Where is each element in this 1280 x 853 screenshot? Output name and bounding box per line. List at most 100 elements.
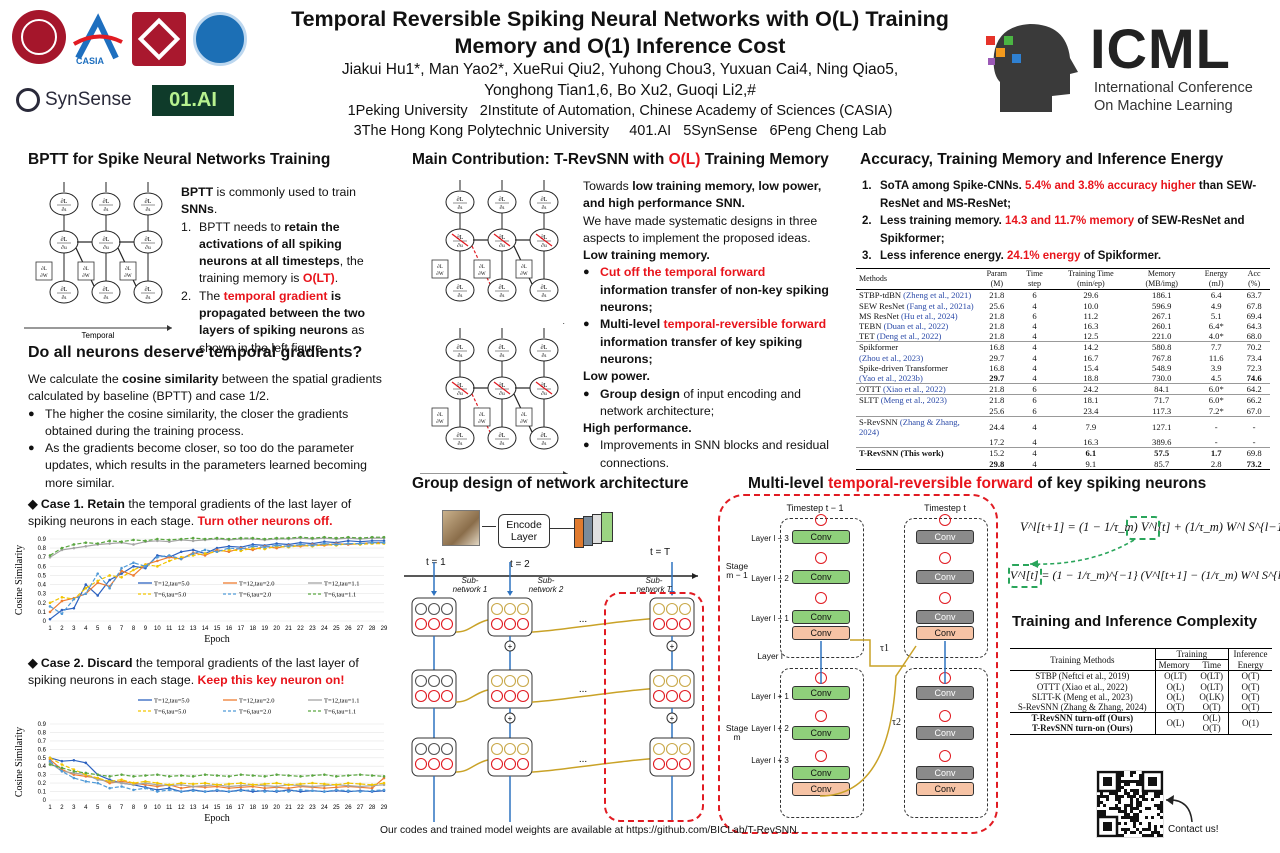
y-tick-label: 0.6 (38, 747, 47, 753)
complexity-row: SLTT-K (Meng et al., 2023)O(L)O(LK)O(T) (1010, 691, 1272, 703)
x-tick-label: 26 (345, 805, 352, 811)
conv-layer: Conv (792, 570, 850, 584)
svg-text:∂L: ∂L (83, 266, 89, 272)
y-tick-label: 0.4 (38, 583, 47, 589)
conv-layer: Conv (916, 726, 974, 740)
casia-logo-text: CASIA (76, 56, 105, 66)
accuracy-header-cell: Acc (%) (1247, 269, 1261, 289)
data-point (358, 536, 362, 540)
data-point (60, 769, 64, 773)
svg-text:∂L: ∂L (41, 266, 47, 272)
x-tick-label: 11 (166, 805, 173, 811)
data-point (48, 763, 52, 766)
svg-text:∂s: ∂s (542, 293, 547, 299)
ai01-logo: 01.AI (152, 85, 234, 116)
authors: Jiakui Hu1*, Man Yao2*, XueRui Qiu2, Yuh… (255, 59, 985, 101)
neuron-node (49, 280, 79, 304)
data-point (120, 575, 123, 579)
data-point (132, 561, 135, 564)
svg-text:∂s: ∂s (500, 293, 505, 299)
qr-code[interactable] (1096, 770, 1164, 838)
data-point (215, 788, 219, 792)
x-tick-label: 19 (261, 805, 268, 811)
data-point (120, 540, 123, 544)
data-point (334, 783, 338, 787)
data-point (144, 539, 147, 543)
svg-text:∂L: ∂L (145, 286, 152, 293)
data-point (179, 557, 183, 561)
weight-gradient-box (431, 259, 449, 279)
spiking-neuron-icon (815, 672, 827, 684)
legend-label: T=6,tau=1.1 (324, 709, 356, 716)
complexity-header-inference: Inference (1233, 649, 1268, 660)
data-point (191, 554, 195, 557)
svg-text:∂s: ∂s (458, 293, 463, 299)
data-point (191, 789, 195, 793)
x-tick-label: 23 (309, 805, 316, 811)
equation-link-arrow (1029, 539, 1135, 568)
subnetwork-1-label: Sub-network 1 (452, 576, 488, 594)
data-point (191, 548, 195, 552)
spiking-neuron-icon (678, 689, 692, 703)
y-tick-label: 0.5 (38, 573, 47, 579)
x-tick-label: 2 (60, 805, 64, 811)
spiking-neuron-icon (516, 674, 530, 688)
data-point (108, 574, 111, 577)
data-point (275, 542, 278, 545)
weight-gradient-box (431, 407, 449, 427)
data-point (96, 572, 100, 575)
y-tick-label: 0.6 (38, 564, 47, 570)
data-point (191, 539, 195, 543)
x-tick-label: 27 (357, 626, 364, 632)
data-point (299, 788, 302, 792)
svg-text:∂u: ∂u (541, 391, 547, 397)
data-point (48, 601, 52, 605)
x-tick-label: 18 (249, 805, 256, 811)
svg-text:∂L: ∂L (61, 286, 68, 293)
residual-add-icon (504, 640, 516, 652)
svg-text:∂L: ∂L (61, 198, 68, 205)
series-line (49, 757, 385, 786)
svg-text:∂s: ∂s (62, 207, 67, 213)
spiking-neuron-icon (440, 602, 454, 616)
data-point (227, 790, 231, 793)
contact-label: Contact us! (1168, 824, 1219, 835)
x-tick-label: 8 (132, 626, 136, 632)
data-point (144, 565, 147, 568)
svg-text:∂L: ∂L (479, 264, 485, 270)
y-tick-label: 0.8 (38, 730, 47, 736)
x-tick-label: 26 (345, 626, 352, 632)
legend-label: T=12,tau=5.0 (154, 698, 190, 705)
svg-text:∂L: ∂L (541, 382, 548, 389)
residual-add-icon (666, 640, 678, 652)
equation-highlight-1 (1126, 516, 1160, 540)
spiking-neuron-icon (490, 757, 504, 771)
data-point (227, 544, 231, 548)
data-point (108, 539, 111, 543)
data-point (84, 583, 88, 586)
spiking-neuron-icon (815, 592, 827, 604)
data-point (311, 536, 314, 540)
svg-text:∂s: ∂s (458, 441, 463, 447)
encode-layer-box: Encode Layer (498, 514, 550, 548)
svg-text:∂s: ∂s (500, 441, 505, 447)
y-tick-label: 0.8 (38, 546, 47, 552)
conv-layer: Conv (916, 570, 974, 584)
conv-layer: Conv (916, 766, 974, 780)
svg-text:∂W: ∂W (436, 271, 443, 277)
data-point (334, 543, 338, 546)
x-tick-label: 13 (190, 626, 197, 632)
data-point (239, 547, 243, 551)
stage-prev-label: Stage m − 1 (725, 561, 749, 580)
neuron-node (529, 190, 559, 214)
x-tick-label: 3 (72, 626, 76, 632)
svg-text:∂W: ∂W (520, 271, 527, 277)
code-availability[interactable]: Our codes and trained model weights are … (380, 825, 800, 836)
data-point (239, 784, 243, 787)
spiking-neuron-icon (490, 617, 504, 631)
complexity-header-time: Time (1195, 659, 1230, 671)
data-point (167, 540, 171, 544)
layer-label: Layer l − 1 (751, 614, 789, 623)
neuron-node (91, 192, 121, 216)
data-point (299, 782, 302, 786)
